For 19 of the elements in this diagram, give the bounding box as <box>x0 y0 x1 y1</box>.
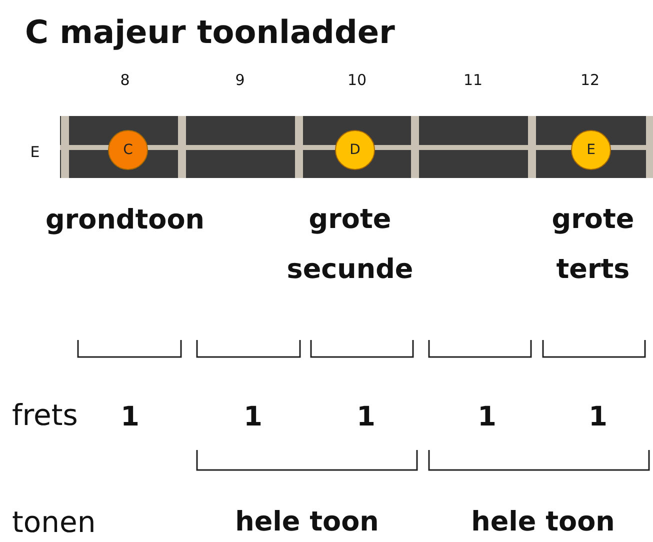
fret-count: 1 <box>478 402 496 432</box>
row-label: frets <box>12 398 78 432</box>
fret-count: 1 <box>588 402 608 432</box>
fret-number: 8 <box>120 71 130 89</box>
interval-name: grote secunde <box>286 203 414 287</box>
step-name: hele toon <box>471 506 615 538</box>
fret-number: 11 <box>463 71 483 89</box>
fret-number: 10 <box>347 71 367 89</box>
fret-count: 1 <box>120 402 140 432</box>
fret-number: 9 <box>235 71 245 89</box>
fret-count: 1 <box>244 402 262 432</box>
fret-count: 1 <box>356 402 376 432</box>
step-name: hele toon <box>235 506 379 538</box>
interval-name: grote terts <box>550 203 636 287</box>
fret-number: 12 <box>580 71 600 89</box>
row-label: tonen <box>12 505 96 539</box>
interval-name: grondtoon <box>46 204 204 236</box>
string-name: E <box>30 143 40 161</box>
title: C majeur toonladder <box>25 13 395 51</box>
